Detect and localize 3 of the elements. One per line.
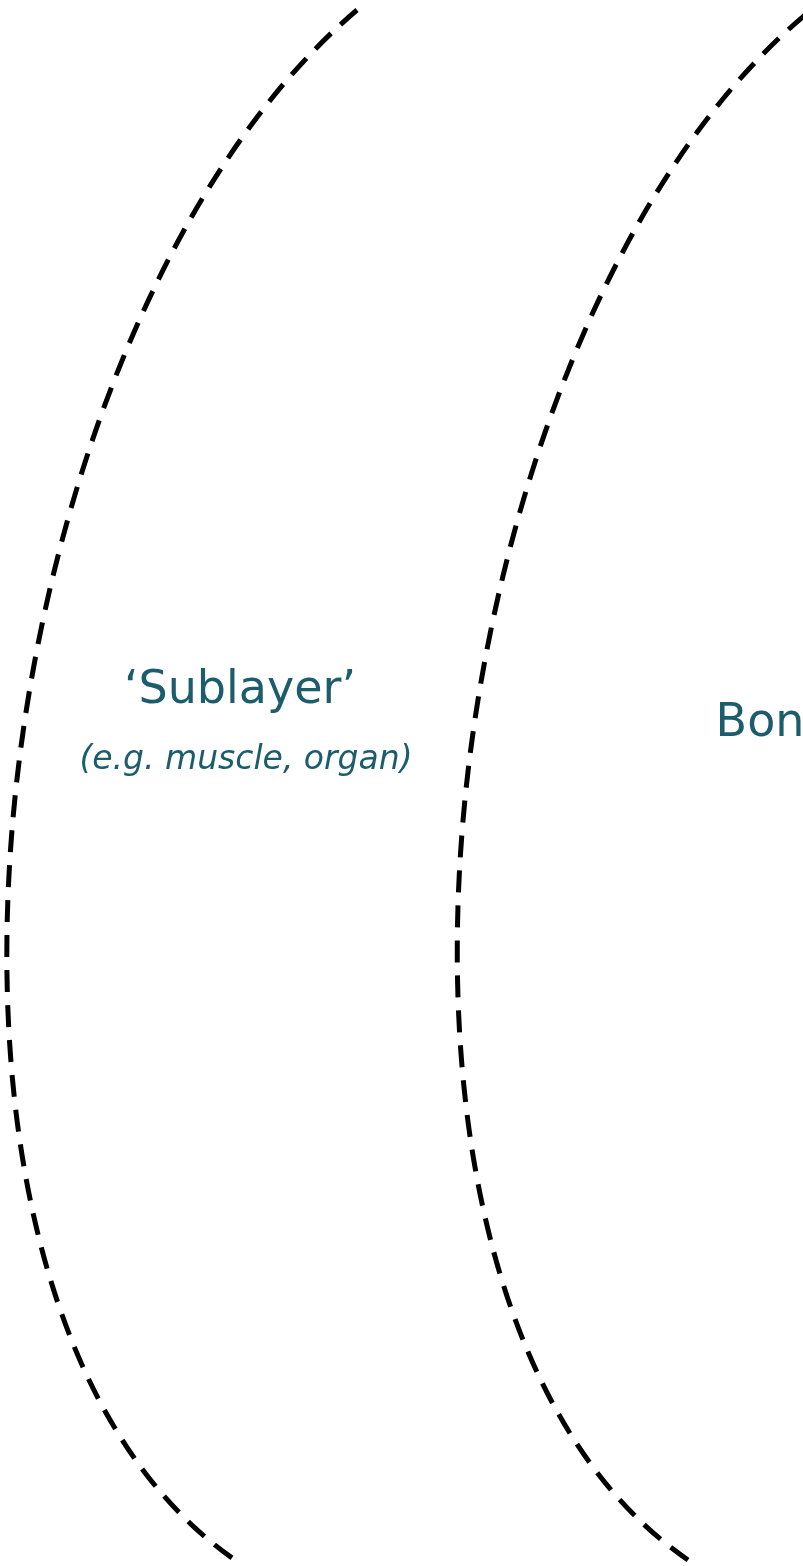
layer-examples: (e.g. muscle, organ) <box>79 738 413 777</box>
layer-label: Bon <box>715 693 803 747</box>
layer-label: ‘Sublayer’ <box>123 660 357 714</box>
